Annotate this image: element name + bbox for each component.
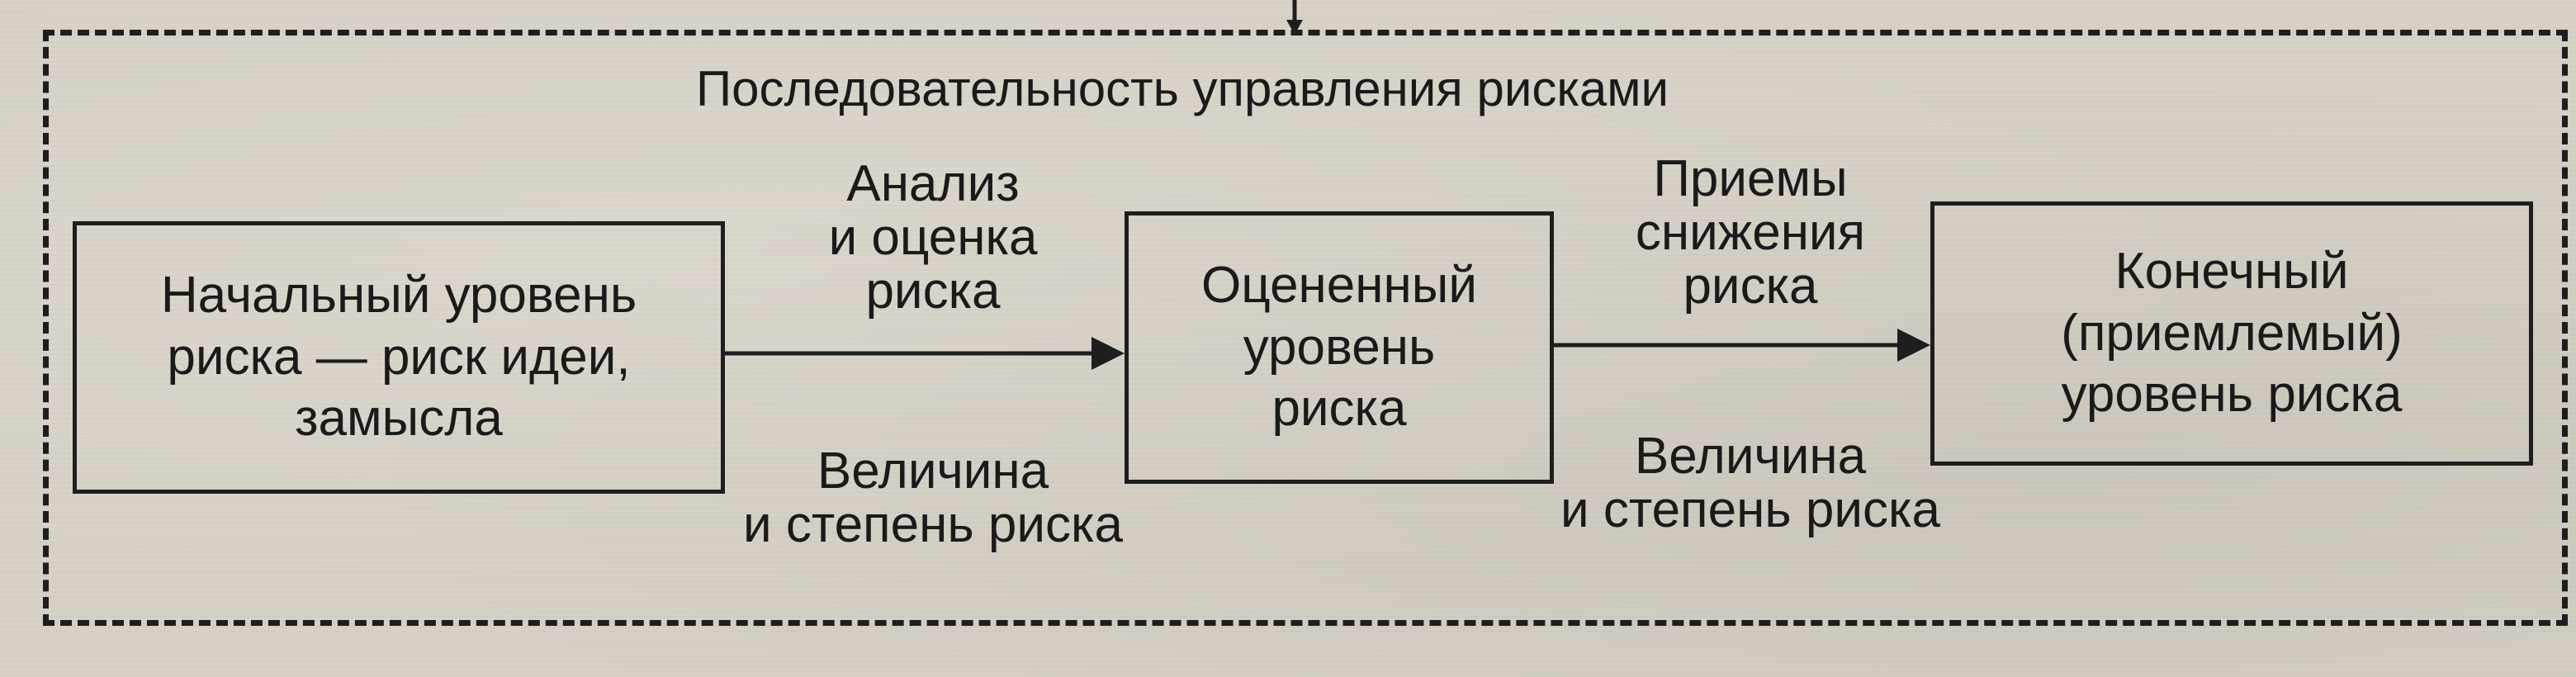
edge-label-reduction: Приемы снижения риска — [1635, 150, 1866, 315]
node-final-risk-label: Конечный (приемлемый) уровень риска — [2061, 243, 2403, 424]
diagram-title: Последовательность управления рисками — [696, 61, 1669, 116]
node-assessed-risk: Оцененный уровень риска — [1125, 211, 1554, 484]
process-frame — [43, 30, 2568, 626]
node-initial-risk: Начальный уровень риска — риск идеи, зам… — [73, 221, 725, 494]
node-initial-risk-label: Начальный уровень риска — риск идеи, зам… — [160, 267, 637, 447]
node-assessed-risk-label: Оцененный уровень риска — [1201, 257, 1477, 438]
edge-label-analysis: Анализ и оценка риска — [828, 155, 1038, 320]
incoming-arrow-top — [1286, 0, 1303, 35]
arrow-assessed-to-final — [1554, 329, 1930, 362]
edge-label-magnitude-first: Величина и степень риска — [743, 443, 1123, 554]
arrow-initial-to-assessed — [725, 337, 1125, 370]
edge-label-magnitude-second: Величина и степень риска — [1560, 428, 1940, 539]
node-final-risk: Конечный (приемлемый) уровень риска — [1930, 201, 2533, 466]
